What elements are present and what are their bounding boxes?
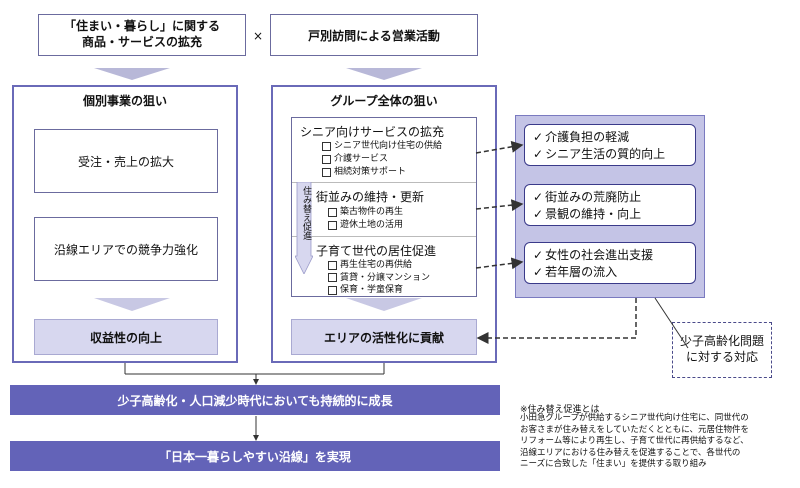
checkbox-icon <box>328 273 337 283</box>
check-icon: ✓ <box>533 265 544 279</box>
checkbox-icon <box>322 155 331 164</box>
group-title: グループ全体の狙い <box>330 93 438 108</box>
sub-item: 遊休土地の活用 <box>328 219 403 232</box>
check-icon: ✓ <box>533 147 544 161</box>
sub-item: 築古物件の再生 <box>328 206 403 219</box>
checkbox-icon <box>328 221 337 230</box>
group-panel: グループ全体の狙い シニア向けサービスの拡充 シニア世代向け住宅の供給 介護サー… <box>271 85 497 363</box>
effect-box-women: ✓女性の社会進出支援 ✓若年層の流入 <box>524 242 696 284</box>
sub-item: 賃貸・分譲マンション <box>328 272 430 285</box>
relocation-arrow <box>295 182 313 274</box>
check-icon: ✓ <box>533 248 544 262</box>
section-title-childrearing: 子育て世代の居住促進 <box>316 244 437 258</box>
vision-bar: 「日本一暮らしやすい沿線」を実現 <box>10 441 500 471</box>
section-title-senior: シニア向けサービスの拡充 <box>300 125 445 139</box>
checkbox-icon <box>322 142 331 151</box>
growth-bar: 少子高齢化・人口減少時代においても持続的に成長 <box>10 385 500 415</box>
section-title-townscape: 街並みの維持・更新 <box>316 190 425 204</box>
down-chevron-right <box>346 68 422 80</box>
individual-result: 収益性の向上 <box>34 319 218 355</box>
chevron-right-panel <box>346 298 422 311</box>
checkbox-icon <box>322 168 331 177</box>
checkbox-icon <box>328 285 337 295</box>
effect-box-care: ✓介護負担の軽減 ✓シニア生活の質的向上 <box>524 124 696 166</box>
divider <box>292 236 476 237</box>
footnote-heading: ※住み替え促進とは <box>520 405 600 415</box>
chevron-left-panel <box>94 298 170 311</box>
divider <box>292 182 476 183</box>
individual-panel: 個別事業の狙い 受注・売上の拡大 沿線エリアでの競争力強化 収益性の向上 <box>12 85 238 363</box>
down-chevron-left <box>94 68 170 80</box>
check-icon: ✓ <box>533 190 544 204</box>
check-icon: ✓ <box>533 207 544 221</box>
effects-panel: ✓介護負担の軽減 ✓シニア生活の質的向上 ✓街並みの荒廃防止 ✓景観の維持・向上… <box>515 115 705 298</box>
sub-item: 介護サービス <box>322 153 442 166</box>
top-box-sales: 戸別訪問による営業活動 <box>270 14 478 56</box>
relocation-label: 住み替え促進 <box>301 186 311 240</box>
sub-item: 相続対策サポート <box>322 166 442 179</box>
sub-item: シニア世代向け住宅の供給 <box>322 140 442 153</box>
individual-title: 個別事業の狙い <box>82 93 167 108</box>
group-services-box: シニア向けサービスの拡充 シニア世代向け住宅の供給 介護サービス 相続対策サポー… <box>291 117 477 297</box>
sub-item: 保育・学童保育 <box>328 284 430 297</box>
check-icon: ✓ <box>533 130 544 144</box>
checkbox-icon <box>328 260 337 270</box>
footnote-body: 小田急グループが供給するシニア世代向け住宅に、同世代の お客さまが住み替えをして… <box>520 413 749 469</box>
times-sign: × <box>252 29 264 43</box>
individual-item-sales: 受注・売上の拡大 <box>34 129 218 193</box>
top-box-products: 「住まい・暮らし」に関する 商品・サービスの拡充 <box>38 14 246 56</box>
checkbox-icon <box>328 208 337 217</box>
effect-box-townscape: ✓街並みの荒廃防止 ✓景観の維持・向上 <box>524 184 696 226</box>
issue-callout: 少子高齢化問題 に対する対応 <box>672 322 772 378</box>
individual-item-competitiveness: 沿線エリアでの競争力強化 <box>34 217 218 281</box>
sub-item: 再生住宅の再供給 <box>328 259 430 272</box>
group-result: エリアの活性化に貢献 <box>291 319 477 355</box>
